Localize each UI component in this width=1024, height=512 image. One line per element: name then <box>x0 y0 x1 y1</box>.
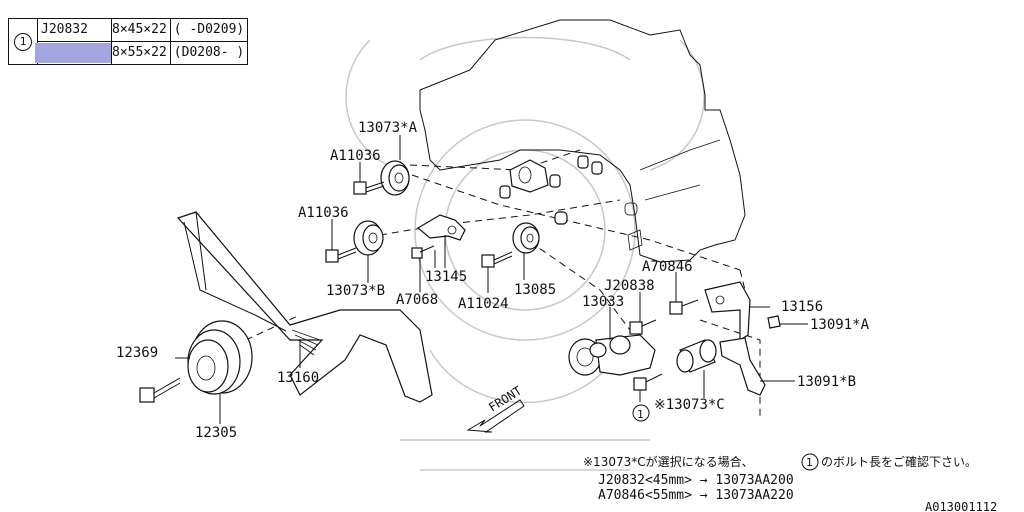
label-13033[interactable]: 13033 <box>582 294 624 310</box>
note-line-1-post: のボルト長をご確認下さい。 <box>821 454 977 469</box>
ref-part-no-highlighted[interactable] <box>35 41 112 65</box>
bolt-a11024[interactable] <box>481 251 513 268</box>
note-line-3: A70846<55mm> → 13073AA220 <box>598 488 794 503</box>
label-13073c[interactable]: ※13073*C <box>654 397 725 413</box>
label-a11036-upper[interactable]: A11036 <box>330 148 381 164</box>
label-13073a[interactable]: 13073*A <box>358 120 418 136</box>
label-13073b[interactable]: 13073*B <box>326 283 385 299</box>
engine-block <box>419 19 746 263</box>
reference-table: 1 J20832 8×45×22 ( -D0209) 8×55×22 (D020… <box>8 18 249 65</box>
idler-pulley-13073c[interactable] <box>676 339 717 373</box>
clip-13091a[interactable] <box>767 315 781 329</box>
ref-marker-cell: 1 <box>8 18 38 65</box>
label-13145[interactable]: 13145 <box>425 269 467 285</box>
bolt-j20838[interactable] <box>629 319 657 335</box>
bolt-a7068[interactable] <box>411 245 435 259</box>
label-13160[interactable]: 13160 <box>277 370 319 386</box>
ref-row-2: 8×55×22 (D0208- ) <box>9 41 249 65</box>
bolt-a11036-upper[interactable] <box>353 181 385 195</box>
idler-pulley-13085[interactable] <box>512 222 540 254</box>
circle-marker-icon: 1 <box>14 32 32 51</box>
front-arrow-icon: FRONT <box>466 384 525 433</box>
tensioner-13033[interactable] <box>568 334 656 376</box>
idler-pulley-13073b[interactable] <box>353 220 384 256</box>
bracket-13091b[interactable] <box>719 337 766 396</box>
crank-pulley-12305[interactable] <box>187 320 253 395</box>
label-j20838[interactable]: J20838 <box>604 278 655 294</box>
svg-text:1: 1 <box>637 408 644 421</box>
label-13085[interactable]: 13085 <box>514 282 556 298</box>
diagram-id: A013001112 <box>925 500 997 512</box>
label-12305[interactable]: 12305 <box>195 425 237 441</box>
upper-bracket-parts <box>499 155 603 225</box>
note-line-1-mark: 1 <box>806 456 813 469</box>
label-a11024[interactable]: A11024 <box>458 296 509 312</box>
label-13156[interactable]: 13156 <box>781 299 823 315</box>
note-circle-icon <box>801 453 819 471</box>
ref-row-1: 1 J20832 8×45×22 ( -D0209) <box>8 18 249 65</box>
note-line-2: J20832<45mm> → 13073AA200 <box>598 473 794 488</box>
selection-highlight <box>35 42 111 63</box>
footnotes: ※13073*Cが選択になる場合、 1 のボルト長をご確認下さい。 J20832… <box>583 453 977 503</box>
label-13091a[interactable]: 13091*A <box>810 317 870 333</box>
label-a70846[interactable]: A70846 <box>642 259 693 275</box>
circle-marker-1-icon: 1 <box>632 404 650 422</box>
bracket-13145[interactable] <box>416 214 466 241</box>
ref-part-no[interactable]: J20832 <box>37 18 112 42</box>
bolt-marker-1[interactable] <box>633 373 663 391</box>
idler-pulley-13073a[interactable] <box>380 160 410 196</box>
label-12369[interactable]: 12369 <box>116 345 158 361</box>
crank-bolt-12369[interactable] <box>139 377 181 403</box>
label-leaders <box>175 135 808 424</box>
label-a11036-lower[interactable]: A11036 <box>298 205 349 221</box>
ref-range: (D0208- ) <box>169 41 249 65</box>
label-13091b[interactable]: 13091*B <box>797 374 856 390</box>
bolt-a11036-lower[interactable] <box>325 247 357 263</box>
bolt-a70846[interactable] <box>669 299 699 315</box>
label-a7068[interactable]: A7068 <box>396 292 438 308</box>
ref-range: ( -D0209) <box>169 18 249 42</box>
timing-belt-13160[interactable] <box>176 211 433 403</box>
watermark-emblem <box>345 36 705 471</box>
cover-13156[interactable] <box>704 281 751 342</box>
note-line-1-pre: ※13073*Cが選択になる場合、 <box>583 454 754 469</box>
